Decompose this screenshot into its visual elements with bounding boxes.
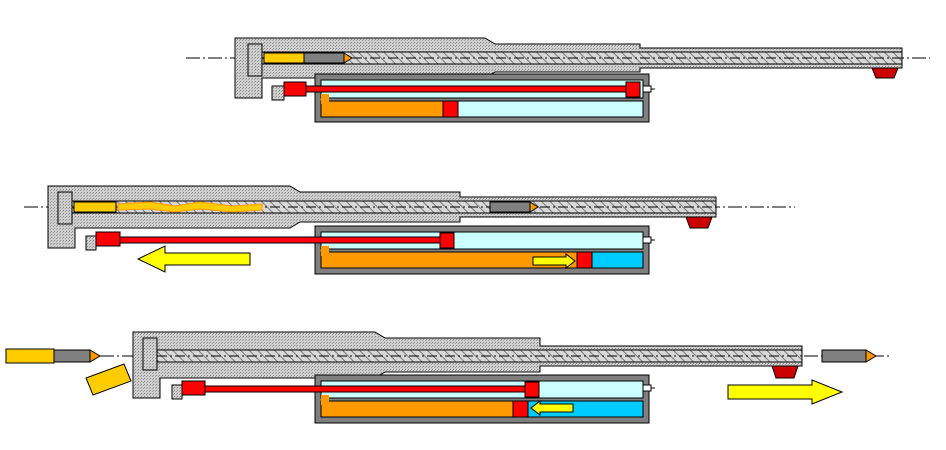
projectile [53,349,91,363]
brass-case [73,201,117,213]
rod-clamp [95,231,121,247]
rod-lug [271,85,285,101]
muzzle-mount [871,67,899,79]
recoil-piston [439,232,455,249]
buffer-piston [442,100,459,118]
propellant-flame [117,201,263,213]
buffer-arrow-icon [532,252,576,270]
projectile-tip [343,52,353,64]
oil-bypass [321,395,329,405]
muzzle-mount [771,365,799,379]
oil-chamber-left [320,100,444,118]
piston-rod [305,85,627,93]
projectile-tip [89,349,101,363]
oil-bypass [321,94,329,104]
oil-chamber-right [591,251,644,269]
brass-case [5,348,55,364]
buffer-arrow-icon [530,399,574,417]
oil-chamber-left [320,400,514,418]
buffer-piston [512,400,529,418]
recoil-piston [625,81,641,98]
valve-icon [642,236,655,244]
buffer-piston [576,251,593,269]
barrel-body [132,331,803,399]
muzzle-mount [685,216,713,229]
projectile-tip [529,201,539,213]
oil-bypass [321,246,329,256]
projectile [303,52,345,64]
new-cartridge [5,348,101,364]
breech-block [142,337,158,371]
rod-clamp [283,81,307,97]
rod-clamp [181,380,206,396]
panel-1 [186,37,930,123]
breech-block [57,191,73,225]
ejected-case [85,363,132,396]
recoil-arrow-icon [136,245,251,273]
rod-lug [171,384,183,400]
valve-icon [642,384,655,392]
breech-block [247,43,263,77]
panel-3 [5,331,890,424]
oil-chamber-right [457,100,644,118]
counter-recoil-arrow-icon [727,379,844,405]
valve-icon [642,85,655,93]
piston-rod [204,385,526,393]
rod-lug [85,235,97,251]
projectile-tip [865,349,877,363]
brass-case [263,52,305,64]
projectile [821,349,867,363]
piston-rod [119,236,441,244]
panel-2 [24,185,795,275]
recoil-piston [524,381,540,398]
fired-projectile [821,349,877,363]
projectile [489,201,531,213]
